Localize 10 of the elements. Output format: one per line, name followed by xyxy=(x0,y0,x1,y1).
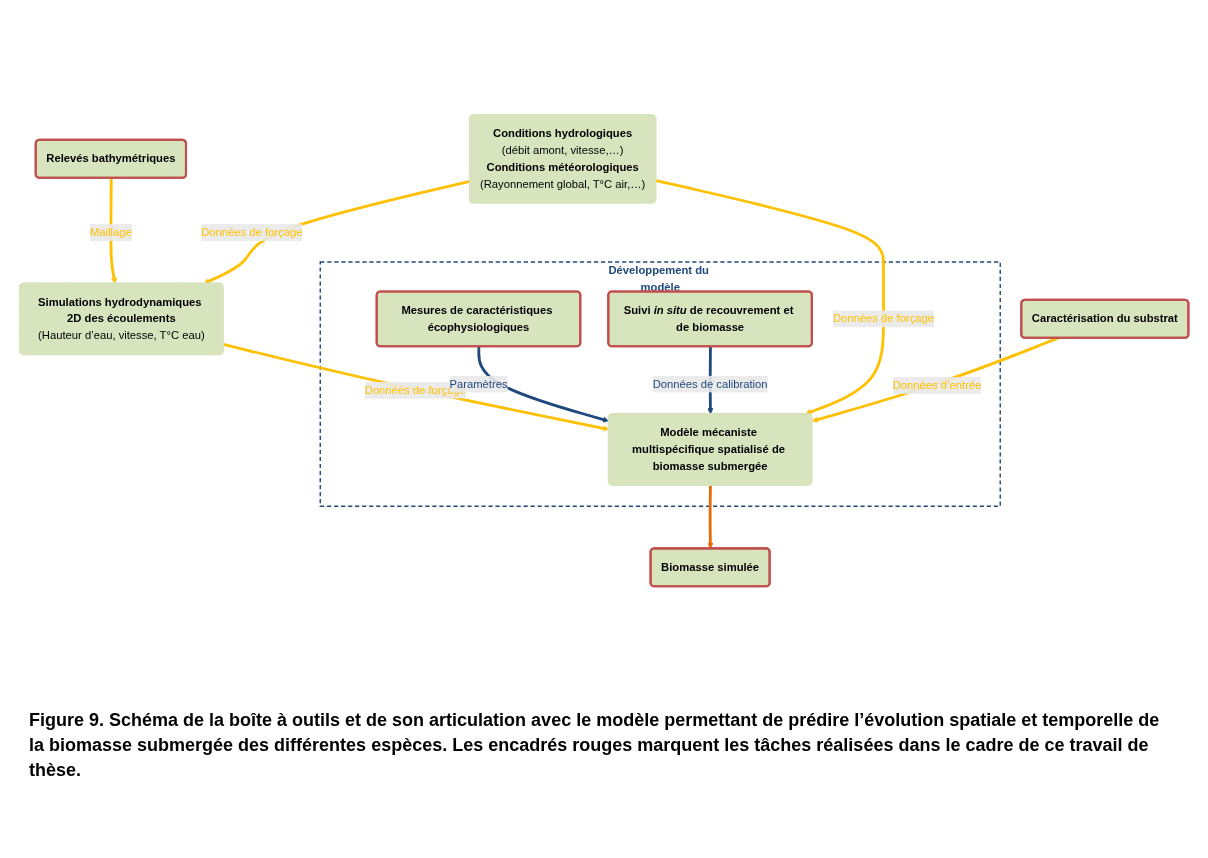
edge-label: Données de forçage xyxy=(832,312,935,325)
edge-label: Données de calibration xyxy=(652,377,768,390)
edge-label: Paramètres xyxy=(449,377,508,390)
arrow xyxy=(223,342,609,431)
figure-caption: Figure 9. Schéma de la boîte à outils et de son articulation avec le modèle permettant de prédire l’évolution spatiale et temporelle de la biomasse submergée des différentes espèces. Les encadrés rouges marquent les tâches réalisées dans le cadre de ce travail de thèse. xyxy=(29,709,1161,783)
arrow xyxy=(203,179,471,284)
edge-label: Maillage xyxy=(89,225,132,238)
edge-label: Données de forçage xyxy=(201,225,303,238)
edge-label: Données d’entrée xyxy=(892,378,982,391)
arrow xyxy=(477,346,609,423)
